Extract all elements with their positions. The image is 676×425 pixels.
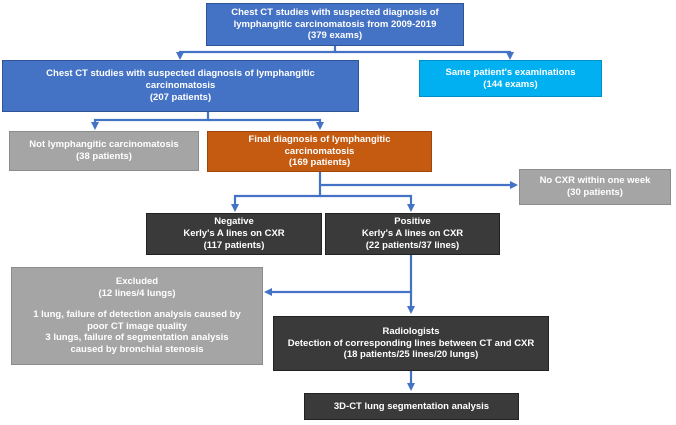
node-negative-cxr: Negative Kerly's A lines on CXR (117 pat… <box>146 213 322 255</box>
node-same-patient-exams: Same patient's examinations (144 exams) <box>419 60 602 97</box>
arrow-top-to-suspected <box>176 46 337 60</box>
arrow-suspected-to-final <box>208 118 324 130</box>
arrow-final-to-positive <box>320 194 415 212</box>
node-final-diagnosis: Final diagnosis of lymphangitic carcinom… <box>207 131 432 172</box>
node-3d-ct-segmentation: 3D-CT lung segmentation analysis <box>304 393 519 420</box>
node-top-ct-studies: Chest CT studies with suspected diagnosi… <box>206 3 464 46</box>
arrow-final-to-no-cxr <box>318 172 518 189</box>
arrow-top-to-same-patient <box>335 50 514 60</box>
arrow-positive-to-excluded <box>264 255 413 296</box>
node-no-cxr: No CXR within one week (30 patients) <box>519 169 671 205</box>
arrow-suspected-to-not-lymph <box>91 112 210 130</box>
node-excluded: Excluded (12 lines/4 lungs) 1 lung, fail… <box>11 267 263 365</box>
arrow-final-to-negative <box>231 185 322 212</box>
node-suspected-diagnosis: Chest CT studies with suspected diagnosi… <box>2 60 359 112</box>
node-radiologists: Radiologists Detection of corresponding … <box>273 316 549 371</box>
node-not-lymphangitic: Not lymphangitic carcinomatosis (38 pati… <box>9 131 199 171</box>
node-positive-cxr: Positive Kerly's A lines on CXR (22 pati… <box>325 213 500 255</box>
